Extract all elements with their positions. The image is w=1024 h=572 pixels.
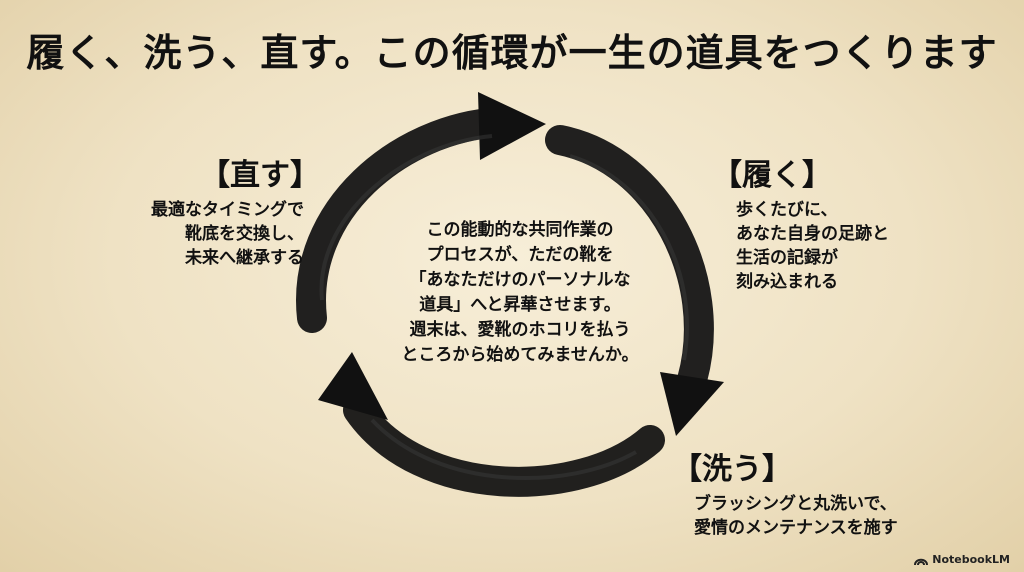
cycle-arrowhead-left [318,352,388,420]
notebooklm-logo-icon [914,558,929,565]
cycle-arrowhead-right [660,372,724,436]
stage-desc-fix-line: 最適なタイミングで [151,200,304,220]
stage-desc-fix-line: 靴底を交換し、 [185,224,304,244]
cycle-arrowhead-top [478,92,546,160]
center-line: 週末は、愛靴のホコリを払う [409,320,631,340]
branding-text: NotebookLM [932,553,1010,566]
center-line: プロセスが、ただの靴を [426,245,614,265]
stage-desc-wash-line: 愛情のメンテナンスを施す [694,518,898,538]
stage-desc-wear-line: あなた自身の足跡と [736,224,889,244]
stage-desc-fix: 最適なタイミングで 靴底を交換し、 未来へ継承する [112,198,304,270]
cycle-arc-wear-to-wash [545,125,714,395]
stage-label-wear: 【履く】 [712,158,832,193]
stage-desc-wash: ブラッシングと丸洗いで、 愛情のメンテナンスを施す [694,492,898,540]
stage-desc-wear: 歩くたびに、 あなた自身の足跡と 生活の記録が 刻み込まれる [736,198,889,294]
stage-label-wash: 【洗う】 [672,452,792,487]
stage-desc-fix-line: 未来へ継承する [185,248,304,268]
center-message: この能動的な共同作業の プロセスが、ただの靴を 「あなただけのパーソナルな 道具… [360,218,680,368]
center-line: この能動的な共同作業の [426,220,614,240]
center-line: 「あなただけのパーソナルな [409,270,631,290]
page-title: 履く、洗う、直す。この循環が一生の道具をつくります [26,30,998,75]
cycle-arc-fix-to-wear [296,107,515,333]
stage-desc-wear-line: 歩くたびに、 [736,200,838,220]
stage-desc-wash-line: ブラッシングと丸洗いで、 [694,494,897,514]
center-line: 道具」へと昇華させます。 [419,295,621,315]
stage-desc-wear-line: 生活の記録が [736,248,838,268]
notebooklm-branding: NotebookLM [914,553,1010,566]
stage-desc-wear-line: 刻み込まれる [736,272,838,292]
center-line: ところから始めてみませんか。 [401,345,639,365]
stage-label-fix: 【直す】 [200,158,320,193]
